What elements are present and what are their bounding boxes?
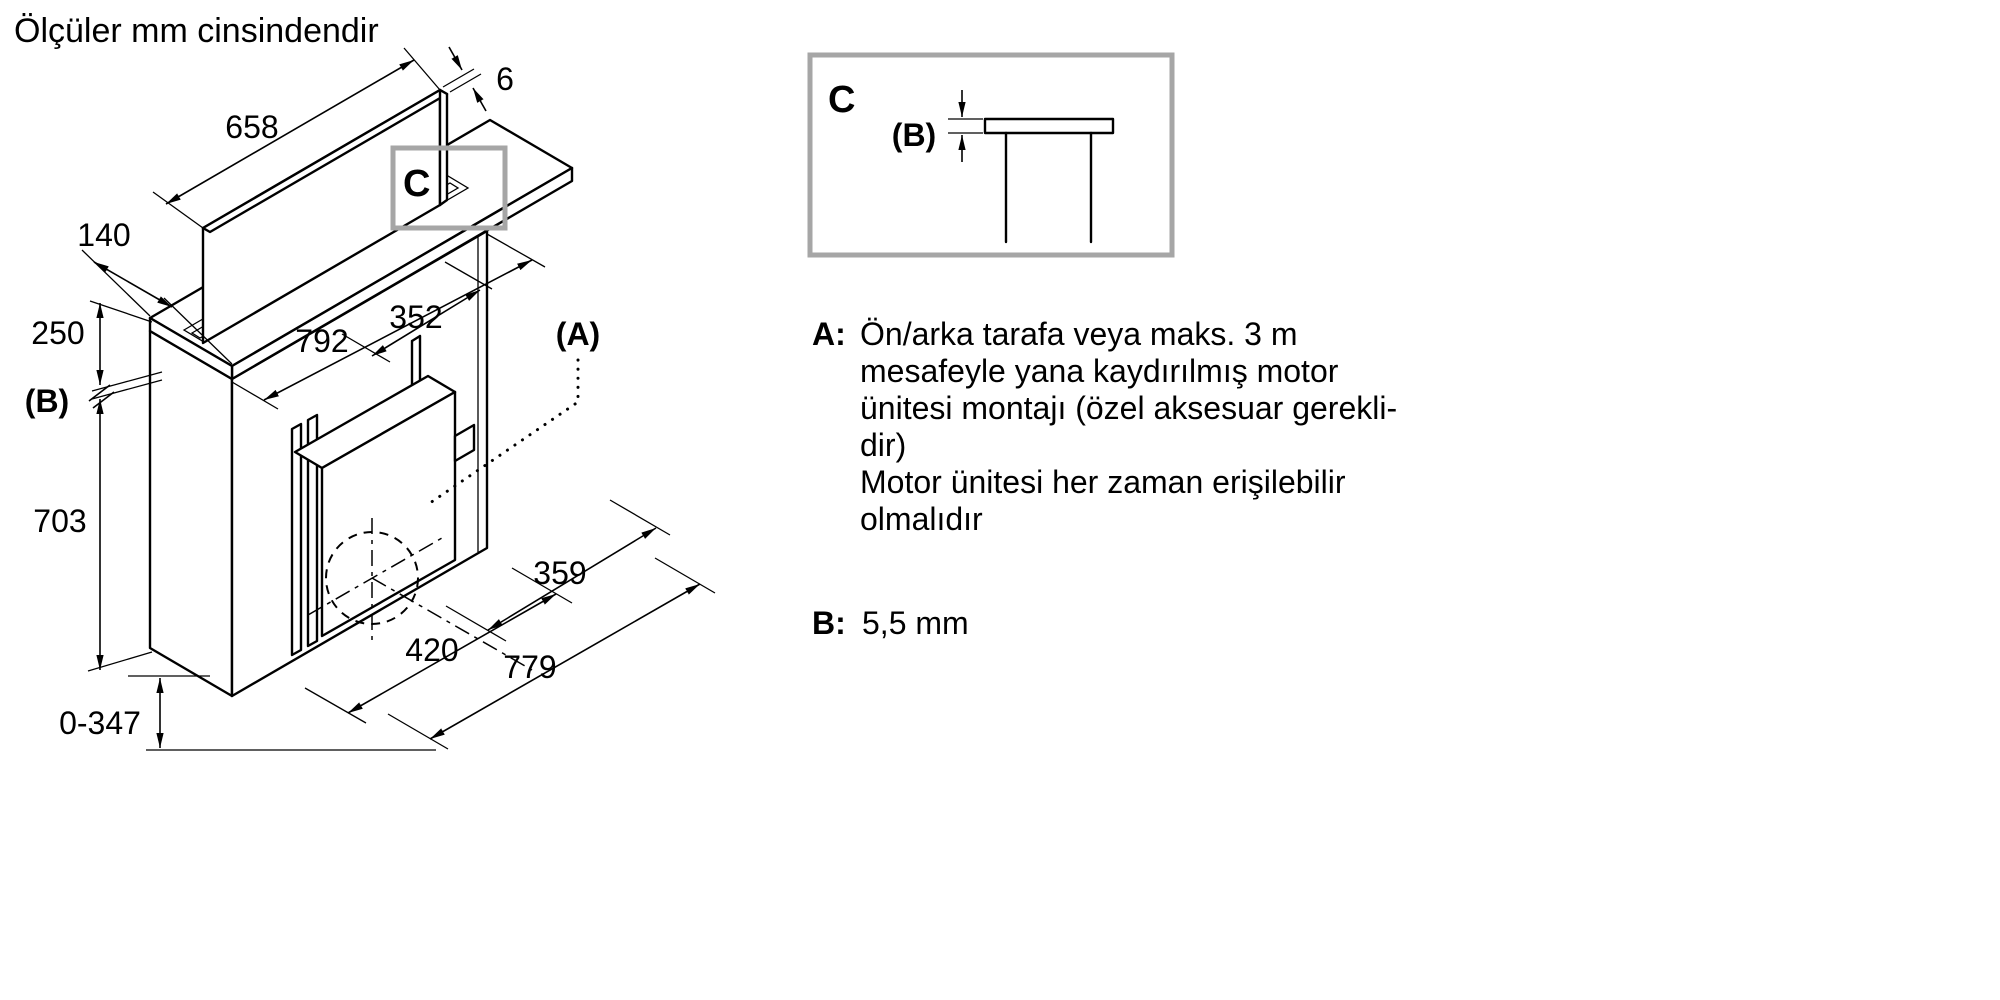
note-a-line: Ön/arka tarafa veya maks. 3 m	[860, 316, 1298, 352]
dim-779-value: 779	[503, 649, 556, 685]
label-a-callout: (A)	[428, 316, 600, 505]
label-b-main: (B)	[25, 383, 69, 419]
dim-779: 779	[387, 557, 716, 750]
dim-352: 352	[341, 261, 493, 363]
frame-left-face	[148, 316, 234, 381]
centerline-horizontal	[307, 537, 443, 616]
dim-420-value: 420	[405, 632, 458, 668]
note-a-line: Motor ünitesi her zaman erişilebilir	[860, 464, 1346, 500]
body-left-face	[148, 329, 234, 698]
dim-250: 250	[31, 300, 153, 385]
motor-connector	[453, 423, 476, 463]
dim-140: 140	[77, 217, 233, 365]
dim-250-value: 250	[31, 315, 84, 351]
detail-c-letter: C	[403, 163, 430, 205]
dim-352-value: 352	[389, 299, 442, 335]
motor-front-face	[320, 390, 457, 638]
note-a-key: A:	[812, 316, 846, 352]
dim-6-value: 6	[496, 61, 514, 97]
note-a-line: mesafeyle yana kaydırılmış motor	[860, 353, 1339, 389]
mounting-rails	[290, 413, 319, 657]
dim-6: 6	[442, 46, 514, 112]
dim-703-value: 703	[33, 503, 86, 539]
dim-140-value: 140	[77, 217, 130, 253]
dim-0-347: 0-347	[59, 675, 436, 751]
dim-658-value: 658	[225, 109, 278, 145]
dim-792-value: 792	[295, 323, 348, 359]
dim-703: 703	[33, 399, 153, 672]
rail-left	[290, 422, 303, 657]
detail-c-frame	[807, 52, 1175, 258]
label-a-main: (A)	[556, 316, 600, 352]
note-b-value: 5,5 mm	[862, 605, 969, 641]
rail-right	[306, 413, 319, 648]
note-a-line: dir)	[860, 427, 906, 463]
dim-0-347-value: 0-347	[59, 705, 141, 741]
dim-658: 658	[152, 47, 441, 229]
detail-b-label: (B)	[892, 117, 936, 153]
notes: A: Ön/arka tarafa veya maks. 3 m mesafey…	[812, 316, 1397, 641]
note-a-line: olmalıdır	[860, 501, 983, 537]
main-diagram: C 658 6 140 250	[25, 46, 716, 751]
page-title: Ölçüler mm cinsindendir	[14, 12, 379, 50]
dim-b-left: (B)	[25, 371, 163, 419]
detail-c-title: C	[828, 79, 855, 121]
note-b-key: B:	[812, 605, 846, 641]
detail-worktop-plate	[983, 117, 1115, 135]
note-a-line: ünitesi montajı (özel aksesuar gerekli-	[860, 390, 1397, 426]
detail-c-inset: C (B)	[807, 52, 1175, 258]
